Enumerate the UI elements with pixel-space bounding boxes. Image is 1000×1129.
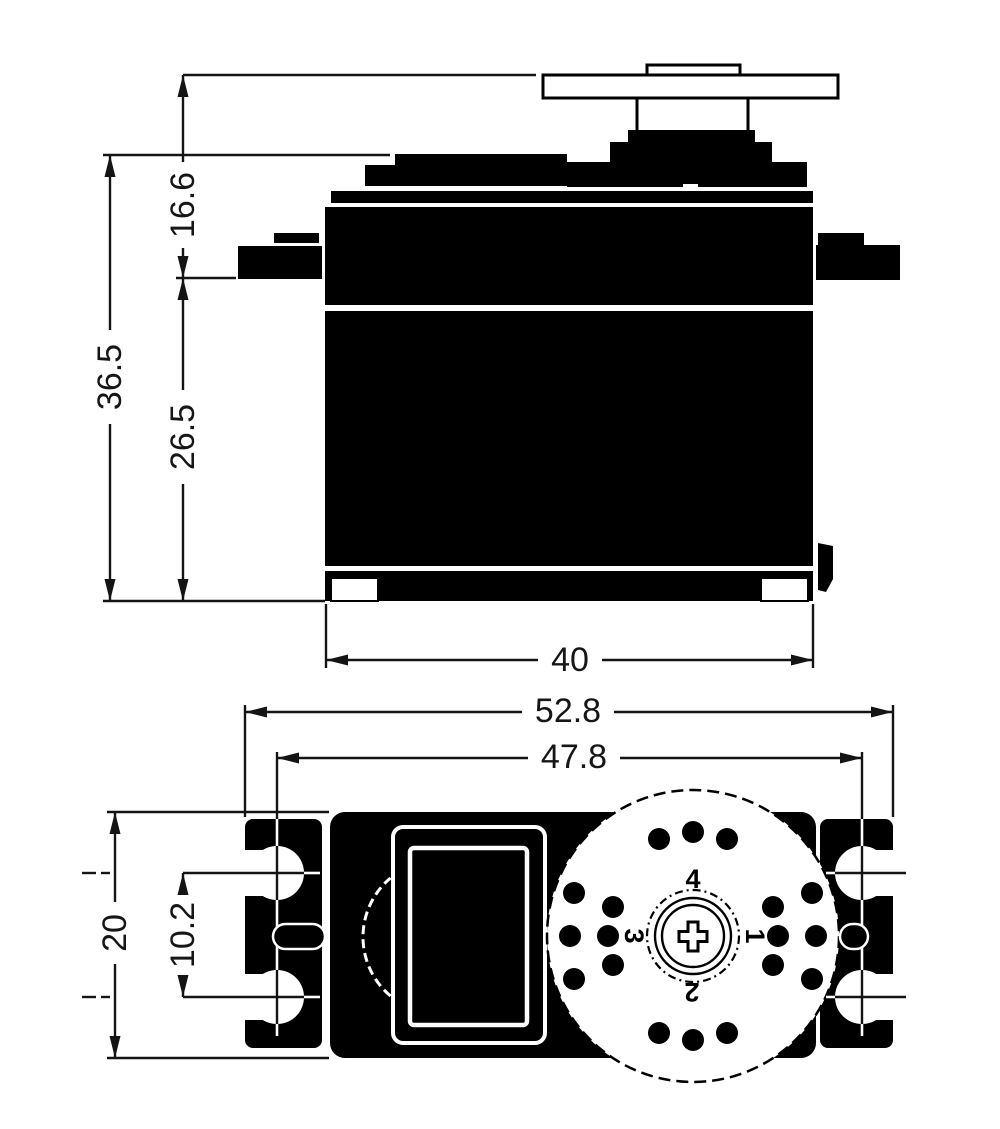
gear-cover-step (365, 165, 396, 186)
horn-label-2: 2 (684, 977, 699, 1007)
horn-label-1: 1 (740, 928, 770, 943)
shaft-base-block (628, 130, 755, 143)
side-view (238, 63, 900, 602)
servo-output-shaft (635, 96, 750, 134)
servo-horn-side (541, 73, 840, 100)
case-flange-plate (331, 191, 813, 203)
dim-label-body-depth: 20 (96, 914, 134, 952)
servo-body-side (325, 311, 813, 566)
right-tab-ridge (818, 233, 864, 245)
dim-label-overall-width: 52.8 (535, 692, 601, 730)
horn-holes (559, 821, 827, 1051)
gear-cover-plate (395, 154, 567, 186)
bottom-cap (325, 571, 813, 601)
hole-centerlines (82, 752, 906, 1036)
left-mount-tab-side (238, 246, 322, 279)
upper-body-band (325, 207, 813, 305)
bottom-cap-notch-right (760, 577, 809, 602)
horn-label-4: 4 (685, 864, 700, 894)
phillips-screw-icon (677, 920, 709, 953)
dim-label-mount-hole-spacing: 47.8 (541, 738, 607, 776)
upper-case-seam (683, 184, 698, 190)
upper-case-plate (567, 162, 807, 187)
cable-grommet (818, 543, 833, 592)
dim-label-hole-pitch: 10.2 (164, 902, 202, 968)
right-tab-slot (838, 922, 870, 951)
side-view-dimensions: 16.6 26.5 36.5 40 (91, 73, 815, 679)
dim-label-total-height: 36.5 (91, 344, 129, 410)
top-view: 4 3 1 2 (82, 752, 906, 1084)
right-mount-tab-side (816, 245, 900, 280)
case-outline-recess (391, 825, 547, 1045)
shaft-boss-block (610, 142, 772, 162)
dim-label-tab-to-bottom: 26.5 (164, 404, 202, 470)
horn-hub (645, 888, 741, 984)
left-tab-slot (271, 922, 327, 951)
left-tab-ridge (274, 233, 319, 243)
dim-label-horn-to-tab: 16.6 (164, 172, 202, 238)
dim-label-body-width: 40 (551, 641, 589, 679)
horn-label-3: 3 (619, 928, 649, 943)
bottom-cap-notch-left (330, 577, 379, 602)
top-view-dimensions: 52.8 47.8 20 10.2 (96, 692, 895, 1060)
label-recess (407, 845, 530, 1028)
gear-circle-arc (361, 876, 392, 998)
